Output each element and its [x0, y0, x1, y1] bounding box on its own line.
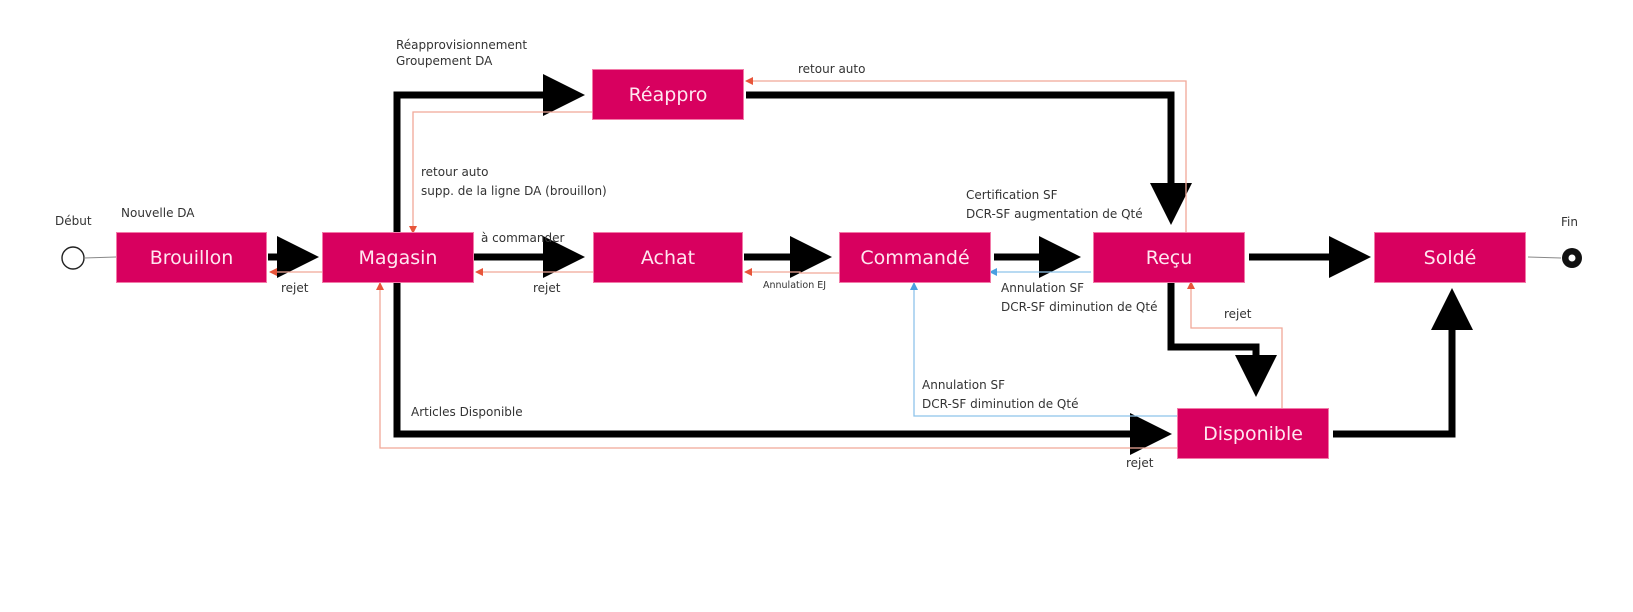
label-rejet-achat: rejet: [533, 281, 561, 295]
edge-recu-disponible: [1167, 282, 1277, 397]
node-commande[interactable]: Commandé: [839, 232, 991, 283]
end-node-dot: [1568, 254, 1576, 262]
label-certif-line2: DCR-SF augmentation de Qté: [966, 207, 1143, 221]
edge-disponible-recu-rejet: [1187, 281, 1283, 408]
label-rejet-brouillon: rejet: [281, 281, 309, 295]
node-recu[interactable]: Reçu: [1093, 232, 1245, 283]
edge-magasin-disponible: [393, 282, 1172, 455]
edge-reappro-magasin-retour: [409, 111, 593, 234]
node-achat[interactable]: Achat: [593, 232, 743, 283]
main-flows: [268, 74, 1473, 455]
end-connector: [1527, 256, 1562, 259]
node-solde[interactable]: Soldé: [1374, 232, 1526, 283]
label-rejet-recu: rejet: [1224, 307, 1252, 321]
label-rejet-disponible: rejet: [1126, 456, 1154, 470]
start-node-icon: [61, 246, 85, 270]
end-label: Fin: [1561, 215, 1578, 229]
label-nouvelle-da: Nouvelle DA: [121, 206, 195, 220]
label-retour-auto-magasin: retour auto supp. de la ligne DA (brouil…: [421, 163, 607, 201]
label-retour-auto-mag-line1: retour auto: [421, 165, 489, 179]
edge-reappro-recu: [746, 91, 1192, 225]
label-certif-line1: Certification SF: [966, 188, 1058, 202]
label-annul-recu-line2: DCR-SF diminution de Qté: [1001, 300, 1158, 314]
label-retour-auto-mag-line2: supp. de la ligne DA (brouillon): [421, 184, 607, 198]
label-annulation-recu: Annulation SF DCR-SF diminution de Qté: [1001, 279, 1157, 317]
edge-disponible-solde: [1333, 288, 1473, 438]
edge-magasin-reappro: [393, 74, 585, 232]
label-articles-disponible: Articles Disponible: [411, 405, 523, 419]
label-annulation-disponible: Annulation SF DCR-SF diminution de Qté: [922, 376, 1078, 414]
edge-disponible-commande-annulation: [910, 282, 1177, 417]
start-connector: [83, 256, 117, 259]
label-annul-dispo-line2: DCR-SF diminution de Qté: [922, 397, 1079, 411]
edge-disponible-magasin-rejet: [376, 282, 1177, 449]
label-retour-auto-top: retour auto: [798, 62, 866, 76]
node-reappro[interactable]: Réappro: [592, 69, 744, 120]
label-annul-dispo-line1: Annulation SF: [922, 378, 1006, 392]
label-a-commander: à commander: [481, 231, 565, 245]
label-certification: Certification SF DCR-SF augmentation de …: [966, 186, 1143, 224]
label-annulation-ej: Annulation EJ: [763, 280, 827, 291]
label-reappro-group: Réapprovisionnement Groupement DA: [396, 37, 527, 69]
edge-commande-achat-annulation: [744, 268, 840, 276]
edge-recu-reappro-retour: [745, 77, 1187, 232]
start-label: Début: [55, 214, 92, 228]
label-reappro-line2: Groupement DA: [396, 54, 493, 68]
node-disponible[interactable]: Disponible: [1177, 408, 1329, 459]
label-reappro-line1: Réapprovisionnement: [396, 38, 528, 52]
node-brouillon[interactable]: Brouillon: [116, 232, 267, 283]
label-annul-recu-line1: Annulation SF: [1001, 281, 1085, 295]
node-magasin[interactable]: Magasin: [322, 232, 474, 283]
reject-flows: [269, 77, 1283, 449]
cancel-flows: [910, 268, 1177, 417]
